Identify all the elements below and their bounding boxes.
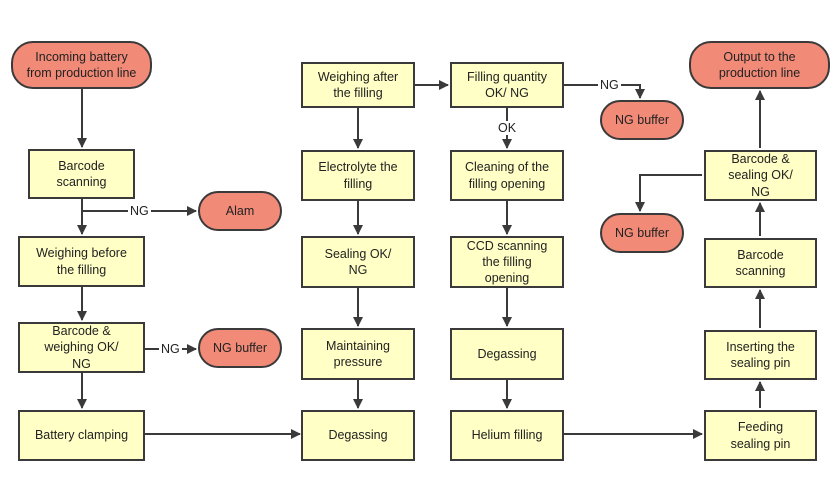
cleaning-opening-node: Cleaning of the filling opening [450,150,564,201]
barcode-scanning-node: Barcode scanning [28,149,135,199]
arrow-ng-to-buffer3 [635,174,702,212]
inserting-sealing-pin-node: Inserting the sealing pin [704,330,817,380]
ng-buffer-node-1: NG buffer [198,328,282,368]
weighing-after-node: Weighing after the filling [301,62,415,108]
degassing-node-1: Degassing [301,410,415,461]
helium-filling-node: Helium filling [450,410,564,461]
arrow-ng-to-buffer2 [564,84,645,99]
barcode-weighing-check-node: Barcode & weighing OK/ NG [18,322,145,373]
barcode-sealing-check-node: Barcode & sealing OK/ NG [704,150,817,201]
edge-label-ok: OK [496,121,519,135]
battery-clamping-node: Battery clamping [18,410,145,461]
degassing-node-2: Degassing [450,328,564,380]
alarm-node: Alam [198,191,282,231]
sealing-check-node: Sealing OK/ NG [301,236,415,288]
weighing-before-node: Weighing before the filling [18,236,145,287]
ng-buffer-node-3: NG buffer [600,213,684,253]
ccd-scanning-node: CCD scanning the filling opening [450,236,564,288]
incoming-battery-node: Incoming battery from production line [11,41,152,89]
edge-label-ng-buffer1: NG [159,342,182,356]
ng-buffer-node-2: NG buffer [600,100,684,140]
electrolyte-filling-node: Electrolyte the filling [301,150,415,201]
maintaining-pressure-node: Maintaining pressure [301,328,415,380]
barcode-scanning-node-2: Barcode scanning [704,238,817,288]
edge-label-ng-alarm: NG [128,204,151,218]
filling-quantity-check-node: Filling quantity OK/ NG [450,62,564,108]
output-production-line-node: Output to the production line [689,41,830,89]
edge-label-ng-buffer2: NG [598,78,621,92]
feeding-sealing-pin-node: Feeding sealing pin [704,410,817,461]
